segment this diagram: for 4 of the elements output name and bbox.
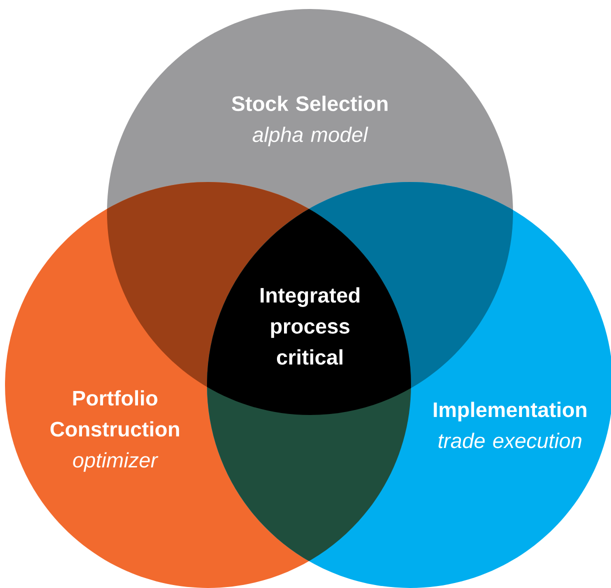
region-label: Implementation trade execution <box>434 402 586 448</box>
region-label: Stock Selection alpha model <box>232 96 388 146</box>
region-label: Portfolio Construction optimizer <box>50 390 180 472</box>
region-label: Integrated process critical <box>260 287 360 365</box>
